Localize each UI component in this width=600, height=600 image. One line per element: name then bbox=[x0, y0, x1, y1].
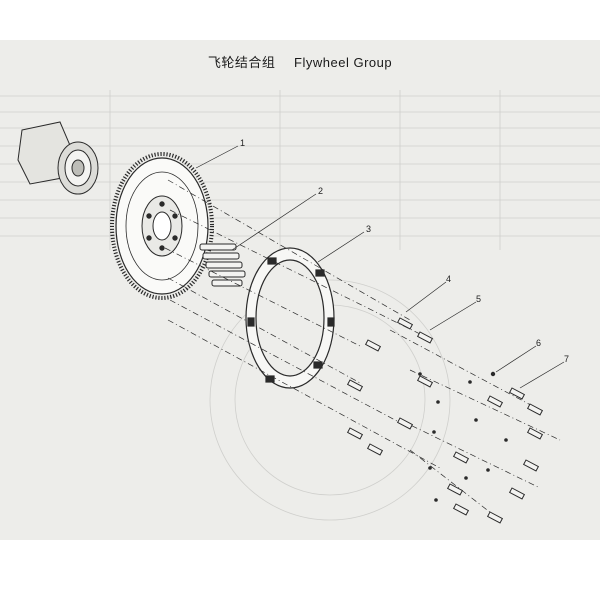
callout-5: 5 bbox=[476, 294, 482, 304]
callout-7: 7 bbox=[564, 354, 570, 364]
callout-1: 1 bbox=[240, 138, 246, 148]
flywheel bbox=[110, 152, 214, 300]
title-english: Flywheel Group bbox=[294, 55, 393, 70]
callout-4: 4 bbox=[446, 274, 452, 284]
callout-leaders bbox=[195, 145, 565, 389]
crankshaft-gear bbox=[17, 121, 99, 195]
pins bbox=[418, 371, 508, 502]
title-chinese: 飞轮结合组 bbox=[207, 56, 276, 71]
fasteners bbox=[346, 317, 544, 524]
background-parts-table bbox=[0, 90, 600, 521]
callout-3: 3 bbox=[366, 224, 372, 234]
callout-6: 6 bbox=[536, 338, 542, 348]
flywheel-bolts bbox=[199, 243, 246, 287]
callout-2: 2 bbox=[318, 186, 324, 196]
assembly-axes bbox=[164, 179, 561, 521]
flywheel-housing-ring bbox=[245, 247, 335, 389]
diagram-title: 飞轮结合组 Flywheel Group bbox=[0, 52, 600, 71]
